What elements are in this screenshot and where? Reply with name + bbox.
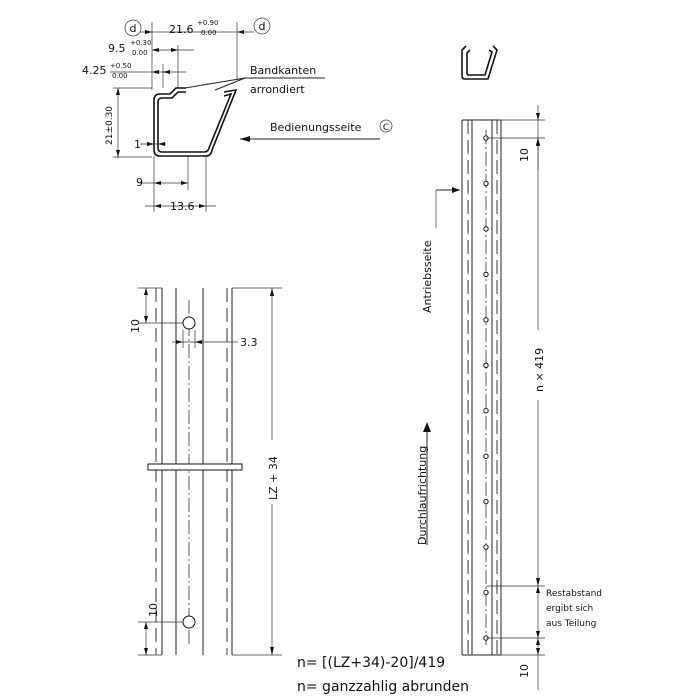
arrow xyxy=(144,316,148,323)
hole-top xyxy=(182,316,196,330)
label-bandkanten-2: arrondiert xyxy=(250,83,305,96)
leader-bandkanten-2 xyxy=(214,77,246,91)
dim-height: 21±0.30 xyxy=(105,106,115,145)
arrow xyxy=(536,138,540,146)
arrow xyxy=(181,181,188,185)
datum-circle-right xyxy=(253,17,271,35)
arrow xyxy=(536,648,540,655)
dim-lz: LZ + 34 xyxy=(267,456,280,500)
long-hole xyxy=(483,226,489,232)
arrow xyxy=(536,631,540,638)
arrow xyxy=(147,142,154,146)
profile-outline-outer xyxy=(153,87,238,157)
dim-21-6: 21.6 xyxy=(169,23,194,36)
long-hole xyxy=(483,498,489,505)
dim-9-5-tol-lower: 0.00 xyxy=(132,49,148,57)
arrow-up xyxy=(423,422,431,432)
cross-section-view: d d 21.6 +0.90 0.00 9.5 +0.30 0.00 4.25 … xyxy=(82,17,393,213)
arrow xyxy=(536,638,540,645)
long-hole xyxy=(483,544,489,550)
long-hole xyxy=(483,453,489,459)
arrow xyxy=(144,622,148,629)
note-rest-3: aus Teilung xyxy=(546,619,596,629)
arrow xyxy=(154,181,161,185)
long-hole xyxy=(483,180,489,187)
dim-9-5-tol-upper: +0.30 xyxy=(130,39,151,47)
long-hole xyxy=(483,589,489,596)
datum-symbol-right: d xyxy=(259,20,266,33)
profile-outline-inner xyxy=(157,91,233,153)
arrow xyxy=(536,578,540,586)
hole-bottom xyxy=(182,615,196,629)
arrow xyxy=(145,30,152,34)
arrow xyxy=(452,187,460,193)
label-durchlaufrichtung: Durchlaufrichtung xyxy=(416,446,429,545)
arrow xyxy=(116,150,120,157)
dim-10-top: 10 xyxy=(518,148,531,162)
end-view-inner xyxy=(466,49,493,76)
label-bedienungsseite-symbol: C xyxy=(383,123,389,133)
dim-21-6-tol-lower: 0.00 xyxy=(201,29,217,37)
dim-13-6: 13.6 xyxy=(170,200,195,213)
arrow xyxy=(176,340,183,344)
dim-lz-gap xyxy=(266,440,278,504)
arrow xyxy=(144,648,148,655)
end-view-outer xyxy=(461,45,498,80)
arrow xyxy=(144,288,148,295)
datum-symbol-left: d xyxy=(130,22,137,35)
dim-4-25-tol-upper: +0.50 xyxy=(110,62,131,70)
dim-9-5: 9.5 xyxy=(108,42,126,55)
arrow xyxy=(240,136,250,142)
arrow xyxy=(171,48,178,52)
arrow xyxy=(270,647,274,655)
dim-pitch: n × 419 xyxy=(533,348,546,392)
dim-21-6-tol-upper: +0.90 xyxy=(197,19,218,27)
end-view-icon xyxy=(461,45,498,80)
arrow xyxy=(199,204,206,208)
dim-3-3: 3.3 xyxy=(240,336,258,349)
note-rest-2: ergibt sich xyxy=(546,604,593,614)
label-bandkanten-1: Bandkanten xyxy=(250,64,316,77)
dim-1: 1 xyxy=(134,138,141,151)
dim-4-25-tol-lower: 0.00 xyxy=(112,72,128,80)
arrow xyxy=(270,288,274,296)
long-view: Antriebsseite Durchlaufrichtung 10 n × 4… xyxy=(416,105,602,690)
arrow xyxy=(536,113,540,120)
arrow xyxy=(158,142,165,146)
long-hole xyxy=(483,408,489,414)
datum-circle-left xyxy=(124,19,142,37)
label-bedienungsseite: Bedienungsseite xyxy=(270,121,362,134)
formula-line-2: n= ganzzahlig abrunden xyxy=(297,679,469,695)
arrow xyxy=(152,70,159,74)
dim-10-bottom: 10 xyxy=(147,603,160,617)
formula-line-1: n= [(LZ+34)-20]/419 xyxy=(297,655,445,671)
long-holes xyxy=(483,135,489,641)
note-rest-1: Restabstand xyxy=(546,589,602,599)
leader-bandkanten-1 xyxy=(184,77,246,89)
long-hole xyxy=(483,362,489,368)
arrow xyxy=(154,204,161,208)
dim-pitch-gap xyxy=(532,330,544,400)
dim-10-bottom: 10 xyxy=(518,664,531,678)
arrow xyxy=(152,48,159,52)
break-mark xyxy=(147,463,243,471)
label-antriebsseite: Antriebsseite xyxy=(421,240,434,313)
formula: n= [(LZ+34)-20]/419 n= ganzzahlig abrund… xyxy=(297,655,469,695)
detail-view: 10 3.3 LZ + 34 10 xyxy=(129,287,282,656)
copyright-circle xyxy=(379,119,393,133)
dim-10-top: 10 xyxy=(129,319,142,333)
arrow xyxy=(195,340,202,344)
long-hole xyxy=(483,271,489,278)
arrow xyxy=(536,586,540,593)
arrow xyxy=(163,70,170,74)
dim-4-25: 4.25 xyxy=(82,64,107,77)
long-hole xyxy=(483,317,489,323)
dim-9: 9 xyxy=(136,176,143,189)
arrow xyxy=(116,88,120,95)
